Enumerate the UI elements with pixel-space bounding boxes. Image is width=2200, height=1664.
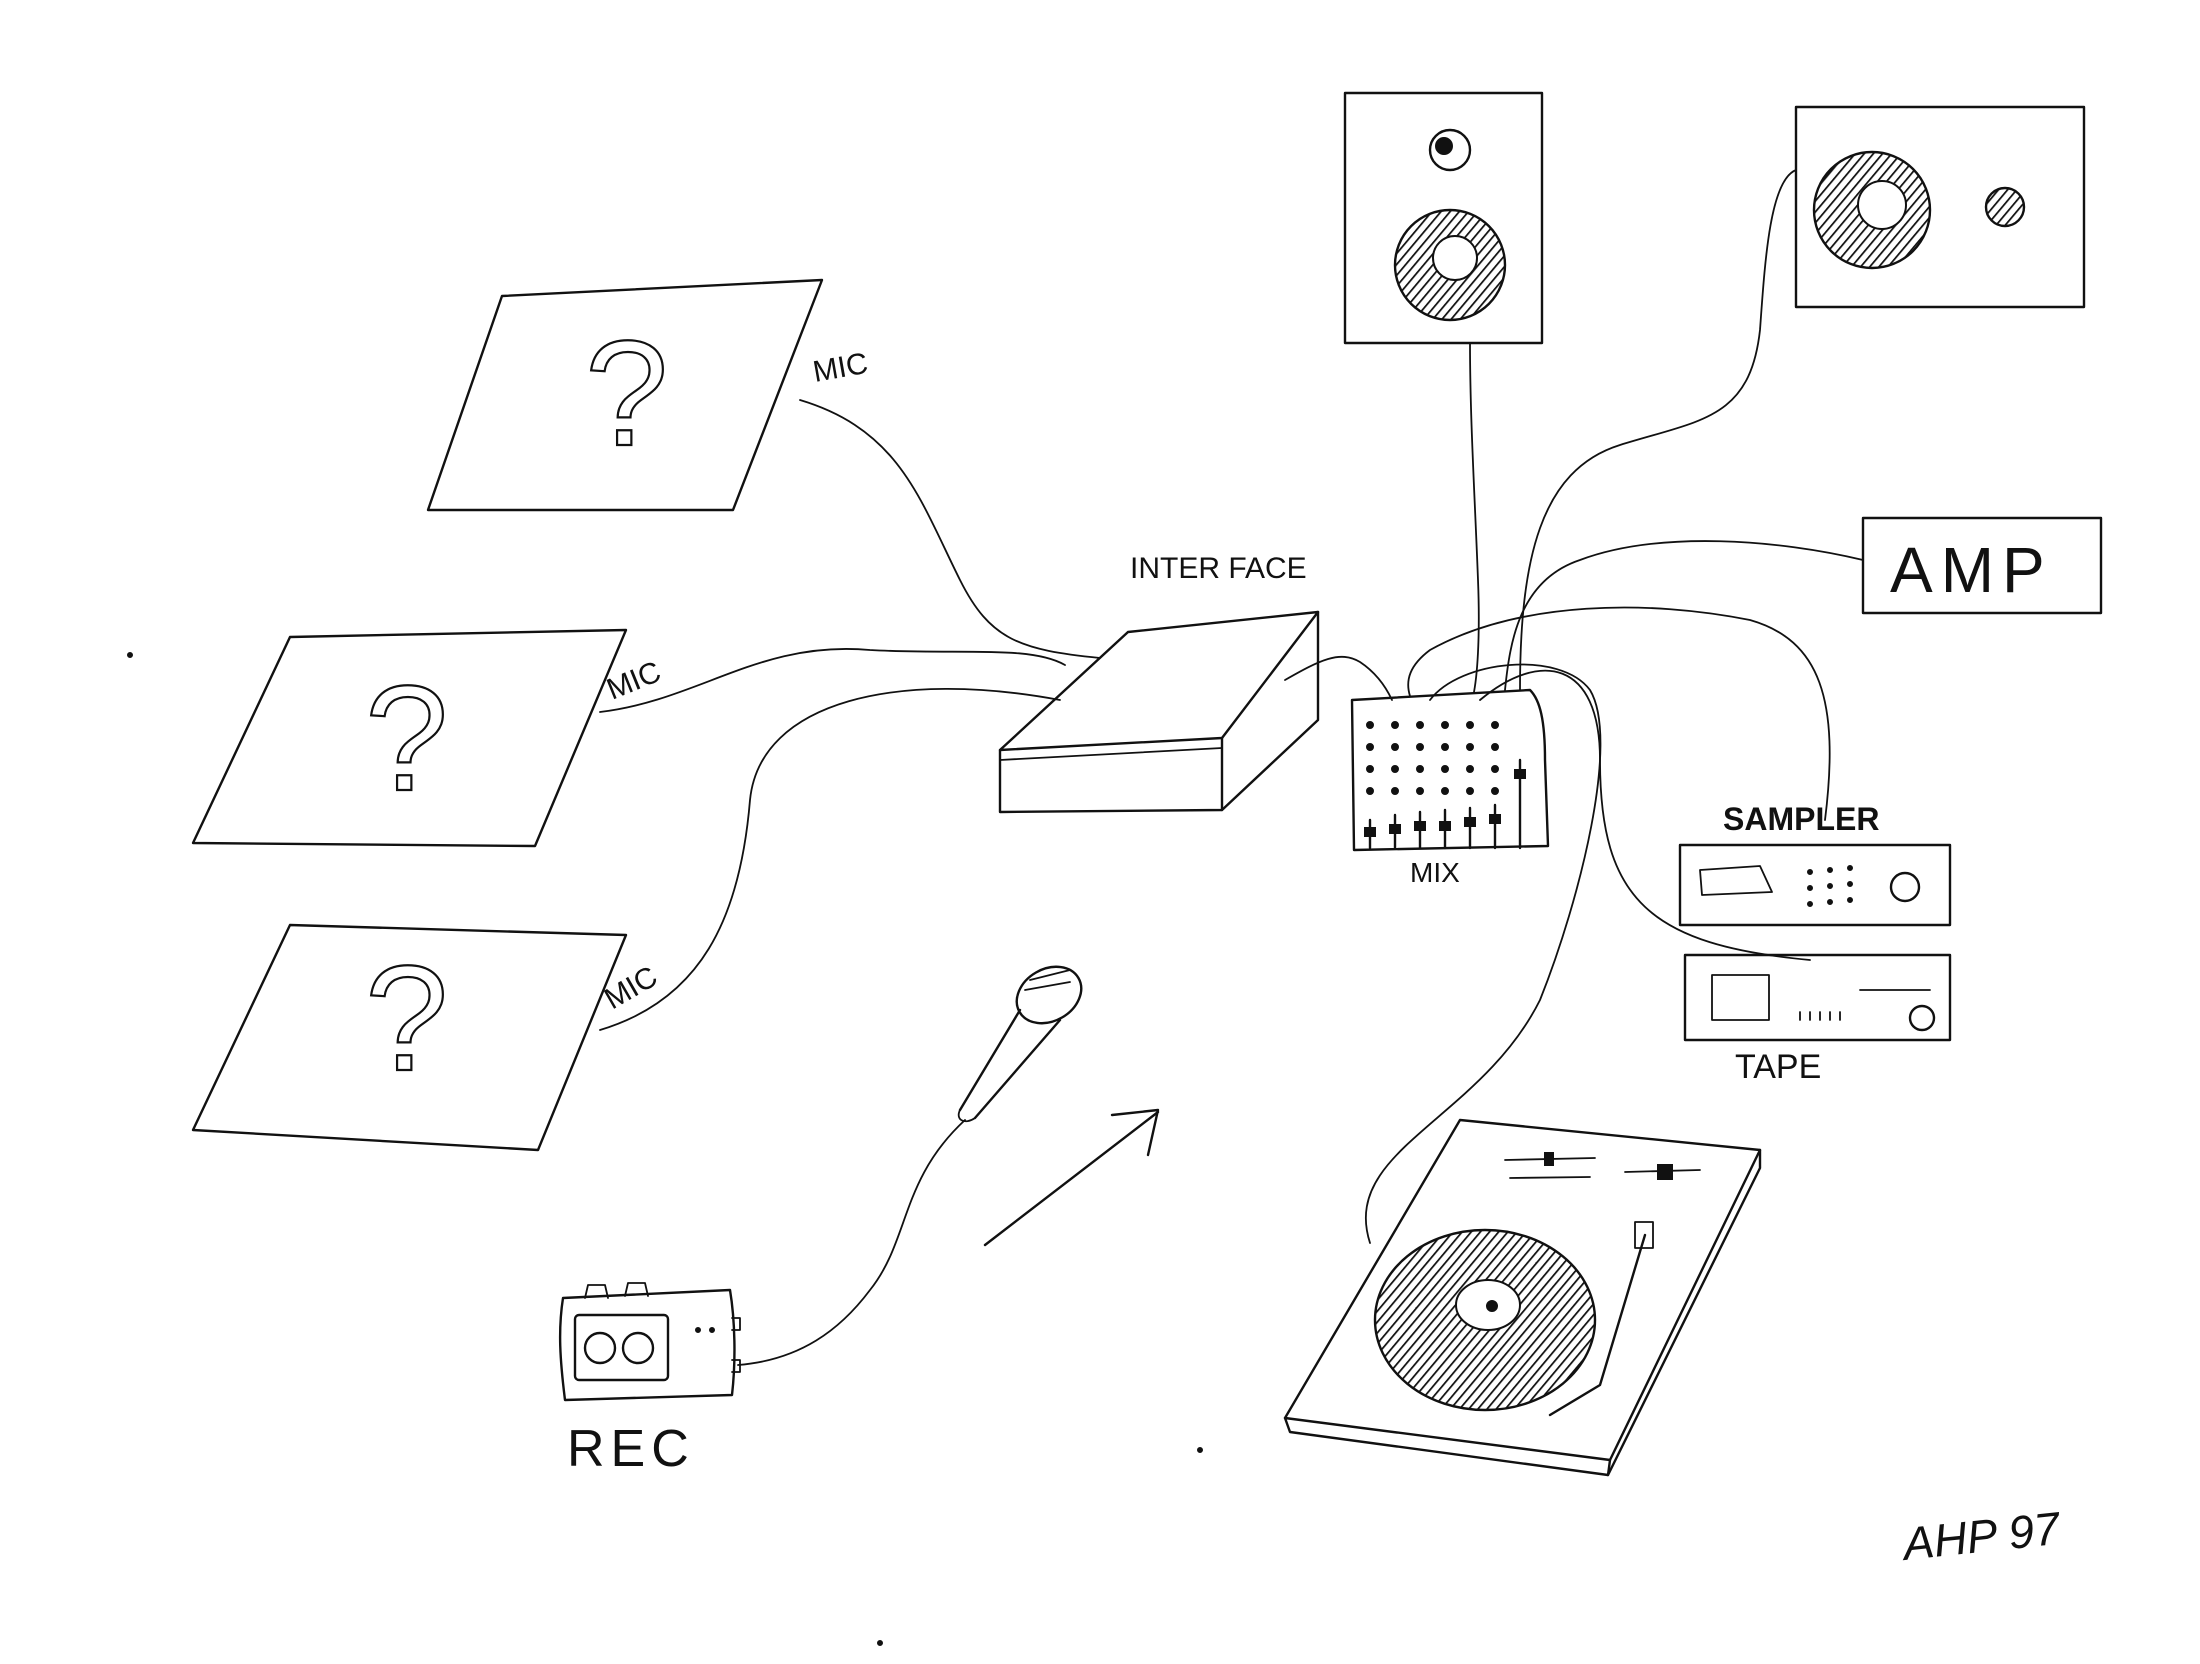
mixer-knob — [1491, 743, 1499, 751]
sampler-label: SAMPLER — [1723, 801, 1879, 837]
mixer-knob — [1466, 765, 1474, 773]
stray-mark — [127, 652, 133, 658]
stray-mark — [1197, 1447, 1203, 1453]
mic-cables — [599, 399, 1101, 1031]
question-mark-1: ? — [585, 309, 668, 477]
interface-box — [998, 610, 1320, 814]
mixer-knob — [1441, 721, 1449, 729]
mixer-knob — [1391, 743, 1399, 751]
question-panel-1: ? — [426, 278, 824, 512]
interface-label: INTER FACE — [1130, 552, 1307, 585]
speaker-left — [1343, 91, 1544, 345]
question-panel-3: ? — [191, 923, 628, 1152]
question-panel-2: ? — [191, 628, 628, 848]
question-mark-2: ? — [365, 654, 448, 822]
mixer-knob — [1366, 721, 1374, 729]
mixer-knob — [1366, 743, 1374, 751]
mixer-knob — [1466, 743, 1474, 751]
question-mark-3: ? — [365, 934, 448, 1102]
mixer-knob — [1441, 743, 1449, 751]
sampler — [1678, 843, 1952, 927]
stray-mark — [877, 1640, 883, 1646]
artist-signature: AHP 97 — [1898, 1502, 2064, 1571]
mixer-knob — [1366, 765, 1374, 773]
mixer-knob — [1416, 787, 1424, 795]
arrow — [983, 1108, 1160, 1247]
mic-label-3: MIC — [599, 960, 663, 1016]
mixer-knob — [1466, 721, 1474, 729]
tape-label: TAPE — [1735, 1048, 1821, 1086]
rec-label: REC — [567, 1420, 695, 1478]
mixer — [1350, 688, 1550, 852]
mixer-knob — [1466, 787, 1474, 795]
amp-label: AMP — [1890, 534, 2053, 606]
amp-box: AMP — [1861, 516, 2103, 615]
mixer-knob — [1391, 765, 1399, 773]
mixer-knob — [1491, 721, 1499, 729]
mixer-knob — [1416, 765, 1424, 773]
mixer-faders — [1364, 758, 1526, 850]
tape-deck — [1683, 953, 1952, 1042]
device-cables — [1364, 169, 1864, 1244]
speaker-right — [1794, 105, 2086, 309]
mixer-knob — [1491, 787, 1499, 795]
handheld-microphone — [737, 965, 1083, 1366]
mixer-knob — [1416, 743, 1424, 751]
interface-mix-cable — [1284, 655, 1393, 701]
mixer-knob — [1441, 765, 1449, 773]
mixer-knob — [1416, 721, 1424, 729]
mixer-knob — [1391, 787, 1399, 795]
mixer-knob — [1441, 787, 1449, 795]
mixer-knob — [1391, 721, 1399, 729]
turntable — [1283, 1118, 1762, 1477]
mixer-knobs — [1366, 721, 1499, 795]
cassette-recorder — [558, 1282, 741, 1402]
mixer-knob — [1491, 765, 1499, 773]
mixer-knob — [1366, 787, 1374, 795]
mic-label-1: MIC — [810, 347, 870, 389]
mix-label: MIX — [1410, 857, 1460, 888]
